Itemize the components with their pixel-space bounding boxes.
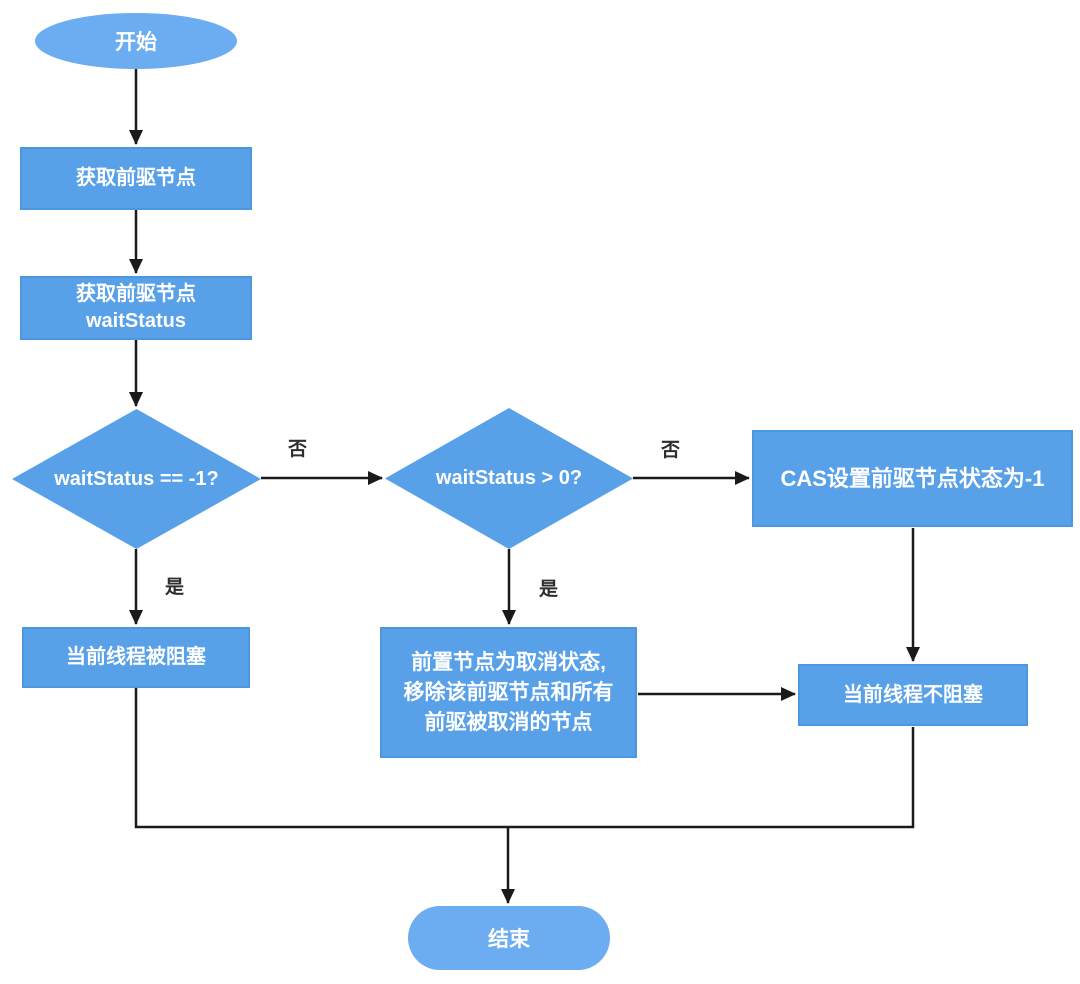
thread-blocked-node-label: 当前线程被阻塞 bbox=[66, 646, 206, 668]
end-node: 结束 bbox=[408, 906, 610, 970]
get-predecessor-waitstatus-node: 获取前驱节点 waitStatus bbox=[20, 276, 252, 340]
thread-not-blocked-node-label: 当前线程不阻塞 bbox=[843, 683, 983, 706]
cas-set-predecessor-status-node-label: CAS设置前驱节点状态为-1 bbox=[780, 466, 1045, 491]
cas-set-predecessor-status-node: CAS设置前驱节点状态为-1 bbox=[752, 430, 1073, 527]
remove-cancelled-predecessors-node: 前置节点为取消状态, 移除该前驱节点和所有 前驱被取消的节点 bbox=[380, 627, 637, 758]
remove-cancelled-predecessors-node-label: 前置节点为取消状态, 移除该前驱节点和所有 前驱被取消的节点 bbox=[403, 650, 614, 734]
edge-label-no-1: 否 bbox=[288, 439, 308, 460]
get-predecessor-waitstatus-node-label: 获取前驱节点 waitStatus bbox=[76, 283, 196, 332]
decision-waitstatus-equals-minus1-label: waitStatus == -1? bbox=[54, 467, 219, 490]
edge-label-no-2: 否 bbox=[661, 440, 681, 461]
start-node: 开始 bbox=[35, 13, 237, 69]
edge-label-yes-1: 是 bbox=[165, 577, 185, 598]
thread-blocked-node: 当前线程被阻塞 bbox=[22, 627, 250, 688]
start-node-label: 开始 bbox=[115, 31, 157, 54]
get-predecessor-node-label: 获取前驱节点 bbox=[76, 167, 196, 189]
decision-waitstatus-greater-than-0-label: waitStatus > 0? bbox=[435, 467, 583, 489]
get-predecessor-node: 获取前驱节点 bbox=[20, 147, 252, 210]
end-node-label: 结束 bbox=[488, 928, 530, 951]
edge-label-yes-2: 是 bbox=[539, 579, 559, 600]
thread-not-blocked-node: 当前线程不阻塞 bbox=[798, 664, 1028, 726]
